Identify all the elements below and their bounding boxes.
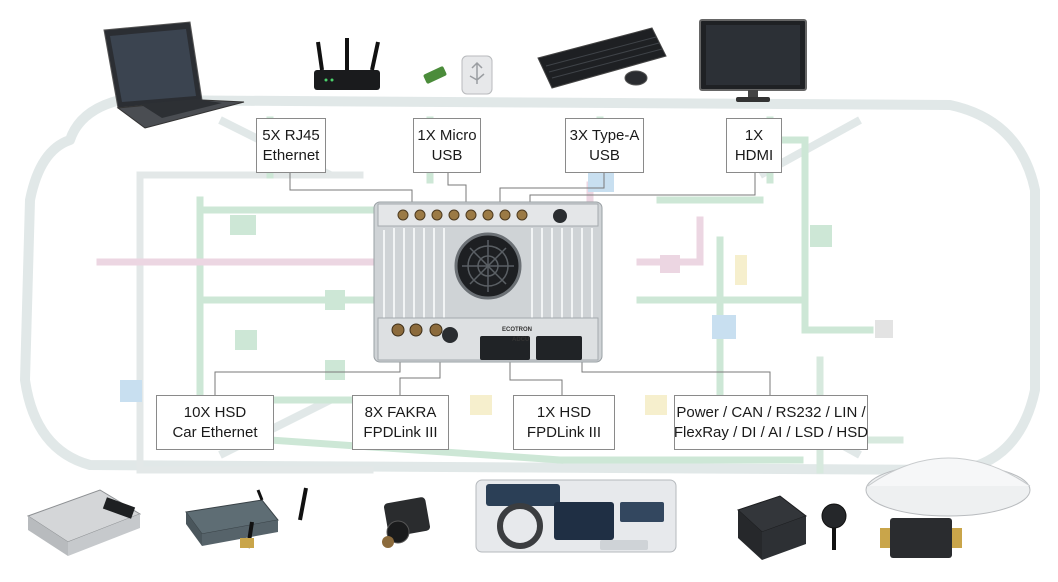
- leader-lines: [214, 173, 771, 395]
- label-line: 3X Type-A: [569, 126, 640, 144]
- label-line: FPDLink III: [526, 423, 602, 441]
- gateway-antenna-icon: [185, 487, 308, 549]
- label-line: Car Ethernet: [172, 423, 258, 441]
- radar-sensor-icon: [737, 495, 847, 560]
- label-power-can-bus: Power / CAN / RS232 / LIN / FlexRay / DI…: [674, 395, 868, 450]
- label-fakra-fpdlink: 8X FAKRA FPDLink III: [352, 395, 449, 450]
- label-micro-usb: 1X Micro USB: [413, 118, 481, 173]
- label-line: Ethernet: [262, 146, 320, 164]
- keyboard-mouse-icon: [537, 27, 667, 89]
- label-line: FPDLink III: [363, 423, 438, 441]
- label-line: HDMI: [734, 146, 774, 164]
- label-hsd-car-ethernet: 10X HSD Car Ethernet: [156, 395, 274, 450]
- label-line: 1X Micro: [417, 126, 477, 144]
- wifi-router-icon: [314, 38, 380, 90]
- label-line: 10X HSD: [183, 403, 247, 421]
- adcu-controller: ECOTRON ADCU: [373, 201, 603, 363]
- controller-model: ADCU: [512, 337, 529, 343]
- label-line: USB: [431, 146, 463, 164]
- label-rj45-ethernet: 5X RJ45 Ethernet: [256, 118, 326, 173]
- label-line: 1X HSD: [536, 403, 592, 421]
- label-line: FlexRay / DI / AI / LSD / HSD: [673, 423, 869, 441]
- label-line: 5X RJ45: [262, 126, 320, 144]
- label-hsd-fpdlink: 1X HSD FPDLink III: [513, 395, 615, 450]
- ecu-module-icon: [26, 489, 142, 556]
- gnss-antenna-icon: [865, 457, 1031, 558]
- label-line: USB: [589, 146, 620, 164]
- camera-icon: [382, 497, 430, 548]
- heatsink-fins: [383, 228, 593, 330]
- car-cockpit-icon: [475, 479, 677, 553]
- label-line: Power / CAN / RS232 / LIN /: [676, 403, 866, 421]
- label-line: 1X: [744, 126, 764, 144]
- laptop-icon: [103, 21, 245, 129]
- usb-drive-icon: [423, 55, 493, 95]
- top-connectors: [397, 209, 528, 221]
- harness-nodes: [120, 172, 893, 415]
- label-hdmi: 1X HDMI: [726, 118, 782, 173]
- label-type-a-usb: 3X Type-A USB: [565, 118, 644, 173]
- monitor-icon: [699, 19, 807, 102]
- controller-brand: ECOTRON: [502, 327, 532, 333]
- label-line: 8X FAKRA: [364, 403, 437, 421]
